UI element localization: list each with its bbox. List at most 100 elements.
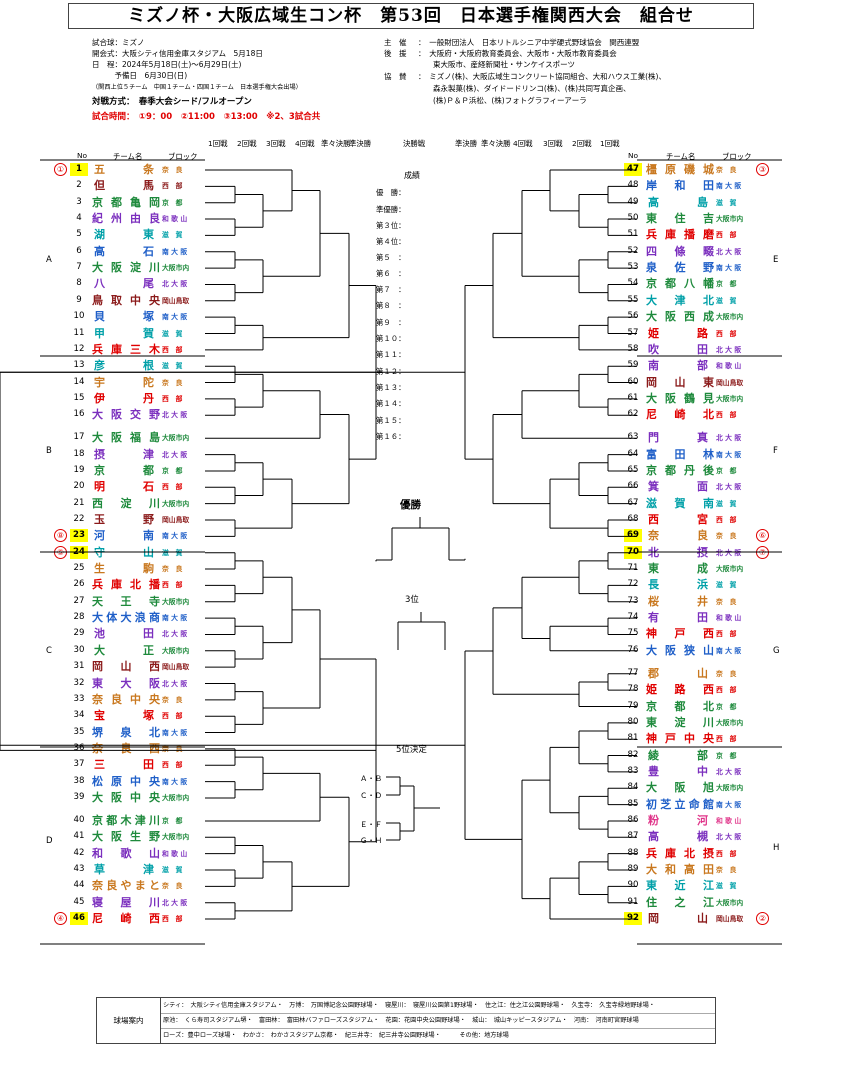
team-block: 西 部 — [162, 182, 183, 191]
team-block: 滋 賀 — [716, 581, 737, 590]
col-block: ブロック — [722, 152, 752, 161]
team-name-char: 北 — [703, 408, 714, 422]
team-name: 長浜 — [646, 577, 714, 593]
team-name-char: 和 — [674, 179, 686, 193]
team-name-char: 大 — [646, 643, 657, 657]
team-name-char: 尼 — [646, 408, 657, 422]
team-name-char: 津 — [143, 447, 154, 461]
team-number: 48 — [627, 180, 639, 191]
team-name-char: 戸 — [674, 627, 686, 641]
team-name-char: 阪 — [665, 391, 676, 405]
team-name-char: 丹 — [143, 391, 154, 405]
team-block: 滋 賀 — [716, 296, 737, 305]
team-name-char: 北 — [130, 578, 141, 592]
team-name-char: 州 — [111, 212, 122, 226]
team-name-char: 都 — [674, 699, 686, 713]
col-team: チーム名 — [113, 152, 143, 161]
result-row: 第８ ： — [376, 301, 406, 310]
team-name-char: 中 — [130, 293, 141, 307]
team-name-char: 阪 — [665, 643, 676, 657]
team-block: 奈 良 — [162, 744, 183, 753]
team-number: 88 — [627, 847, 639, 858]
section-label: G — [773, 646, 780, 656]
team-name: 京都 — [92, 463, 160, 479]
team-name-char: 東 — [646, 212, 657, 226]
result-row: 準優勝： — [376, 205, 406, 214]
team-name-char: 兵 — [92, 342, 103, 356]
section-label: E — [773, 255, 779, 265]
team-name-char: 庫 — [111, 578, 122, 592]
team-number: 46 — [70, 912, 88, 926]
team-name-char: 北 — [149, 725, 160, 739]
team-block: 和 歌 山 — [716, 362, 742, 371]
team-name: 和歌山 — [92, 846, 160, 862]
team-block: 滋 賀 — [162, 329, 183, 338]
team-name-char: 西 — [703, 627, 714, 641]
team-name-char: 東 — [703, 375, 714, 389]
team-name-char: 由 — [130, 212, 141, 226]
team-name: 綾部 — [646, 748, 714, 764]
team-name-char: 都 — [111, 195, 122, 209]
team-name-char: 旭 — [703, 781, 714, 795]
team-name-char: 姫 — [648, 326, 659, 340]
team-name-char: 阪 — [111, 261, 122, 275]
team-name: 三田 — [92, 757, 160, 773]
team-name-char: 部 — [697, 748, 708, 762]
team-name-char: 塚 — [143, 709, 154, 723]
seed-badge: ⑧ — [54, 529, 67, 543]
team-number: 23 — [70, 529, 88, 543]
seed-badge: ③ — [756, 163, 769, 176]
team-number: 65 — [627, 464, 639, 475]
team-number: 76 — [627, 644, 639, 655]
team-name: 四條畷 — [646, 244, 714, 260]
team-block: 京 都 — [716, 751, 737, 760]
team-name-char: 彦 — [94, 359, 105, 373]
team-block: 滋 賀 — [716, 499, 737, 508]
round-label: 2回戦 — [572, 139, 592, 148]
team-number: 78 — [627, 684, 639, 695]
team-block: 滋 賀 — [162, 362, 183, 371]
team-name-char: 北 — [703, 293, 714, 307]
team-name-char: 寝 — [92, 895, 103, 909]
team-name-char: 西 — [648, 513, 659, 526]
team-number: 60 — [627, 376, 639, 387]
team-name: 京都丹後 — [646, 463, 714, 479]
section-label: D — [46, 836, 53, 846]
info-line: 試合球：ミズノ — [92, 38, 145, 47]
team-name-char: 岸 — [646, 179, 657, 193]
team-block: 南 大 阪 — [162, 614, 188, 623]
team-name-char: 三 — [94, 758, 105, 772]
info-key: 協 賛 — [384, 72, 407, 81]
team-block: 北 大 阪 — [162, 679, 188, 688]
team-name-char: 山 — [674, 375, 686, 389]
team-name-char: 西 — [149, 912, 160, 926]
team-name: 京都亀岡 — [92, 195, 160, 211]
team-name-char: 木 — [149, 342, 160, 356]
team-number: 43 — [73, 864, 85, 874]
team-name: 神戸中央 — [646, 731, 714, 747]
info-line: 開会式：大阪シティ信用金庫スタジアム 5月18日 — [92, 49, 263, 58]
round-label: 1回戦 — [208, 139, 228, 148]
team-block: 西 部 — [162, 483, 183, 492]
team-name-char: 神 — [646, 627, 657, 641]
team-number: 35 — [73, 726, 85, 737]
team-number: 37 — [73, 759, 85, 770]
team-name: 大阪生野 — [92, 829, 160, 845]
round-label: 1回戦 — [600, 139, 620, 148]
team-number: 90 — [627, 880, 639, 891]
team-name-char: 川 — [149, 895, 160, 909]
team-name-char: 山 — [697, 666, 708, 680]
team-name: 岡山東 — [646, 375, 714, 391]
